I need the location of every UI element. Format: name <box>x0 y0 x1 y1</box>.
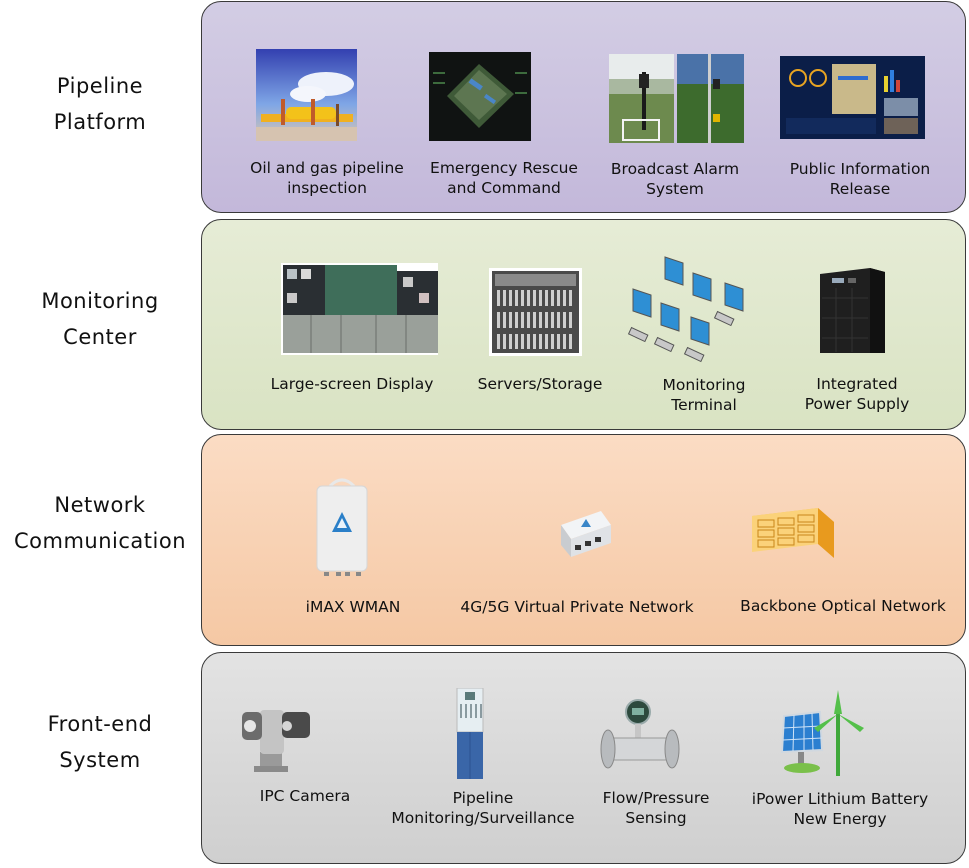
alarm-pole-icon <box>609 54 744 143</box>
caption-line: Servers/Storage <box>477 375 603 393</box>
item-caption-4g5g-vpn: 4G/5G Virtual Private Network <box>460 597 693 617</box>
caption-line: Broadcast Alarm <box>610 160 740 178</box>
router-box-icon <box>561 511 611 557</box>
label-line: Center <box>63 325 137 349</box>
caption-line: iMAX WMAN <box>305 598 401 616</box>
caption-line: Monitoring <box>662 376 746 394</box>
caption-line: and Command <box>447 179 561 197</box>
monitoring-cabinet-icon <box>456 688 484 779</box>
item-caption-servers-storage: Servers/Storage <box>478 374 603 394</box>
caption-line: Power Supply <box>804 395 910 413</box>
label-line: Platform <box>53 110 147 134</box>
caption-line: System <box>646 180 704 198</box>
ptz-camera-icon <box>242 710 310 772</box>
server-rack-icon <box>489 268 582 356</box>
layer-label-monitoring-center: Monitoring Center <box>0 283 200 355</box>
caption-line: iPower Lithium Battery <box>751 790 929 808</box>
ups-cabinet-icon <box>820 268 885 353</box>
item-caption-ipc-camera: IPC Camera <box>260 786 351 806</box>
monitor-terminals-icon <box>627 256 744 363</box>
command-dashboard-icon <box>429 52 531 141</box>
caption-line: New Energy <box>793 810 887 828</box>
item-caption-oil-gas-inspection: Oil and gas pipeline inspection <box>250 158 404 198</box>
caption-line: Integrated <box>816 375 898 393</box>
label-line: System <box>59 748 141 772</box>
item-caption-large-screen: Large-screen Display <box>271 374 434 394</box>
monitoring-cabinet-icon <box>376 688 406 781</box>
caption-line: Public Information <box>789 160 931 178</box>
layer-label-front-end-system: Front-end System <box>0 706 200 778</box>
caption-line: Pipeline <box>452 789 514 807</box>
label-line: Front-end <box>47 712 153 736</box>
optical-chassis-icon <box>752 508 834 558</box>
layer-label-network-communication: Network Communication <box>0 487 200 559</box>
caption-line: IPC Camera <box>259 787 351 805</box>
item-caption-backbone-optical: Backbone Optical Network <box>740 596 946 616</box>
item-caption-emergency-rescue: Emergency Rescue and Command <box>430 158 578 198</box>
caption-line: Large-screen Display <box>270 375 434 393</box>
label-line: Communication <box>13 529 187 553</box>
caption-line: Monitoring/Surveillance <box>391 809 575 827</box>
flow-meter-icon <box>600 699 680 769</box>
caption-line: Release <box>829 180 891 198</box>
label-line: Pipeline <box>56 74 144 98</box>
caption-line: Backbone Optical Network <box>740 597 946 615</box>
caption-line: 4G/5G Virtual Private Network <box>460 598 694 616</box>
info-dashboard-icon <box>780 56 925 139</box>
caption-line: Terminal <box>671 396 737 414</box>
pipeline-photo-icon <box>256 49 357 141</box>
layer-label-pipeline-platform: Pipeline Platform <box>0 68 200 140</box>
caption-line: Flow/Pressure <box>602 789 710 807</box>
solar-wind-icon <box>780 690 864 776</box>
caption-line: inspection <box>287 179 367 197</box>
item-caption-imax-wman: iMAX WMAN <box>306 597 401 617</box>
video-wall-icon <box>281 263 438 355</box>
label-line: Network <box>54 493 146 517</box>
caption-line: Oil and gas pipeline <box>250 159 404 177</box>
wireless-base-station-icon <box>316 478 368 576</box>
label-line: Monitoring <box>41 289 159 313</box>
caption-line: Emergency Rescue <box>430 159 578 177</box>
caption-line: Sensing <box>625 809 687 827</box>
